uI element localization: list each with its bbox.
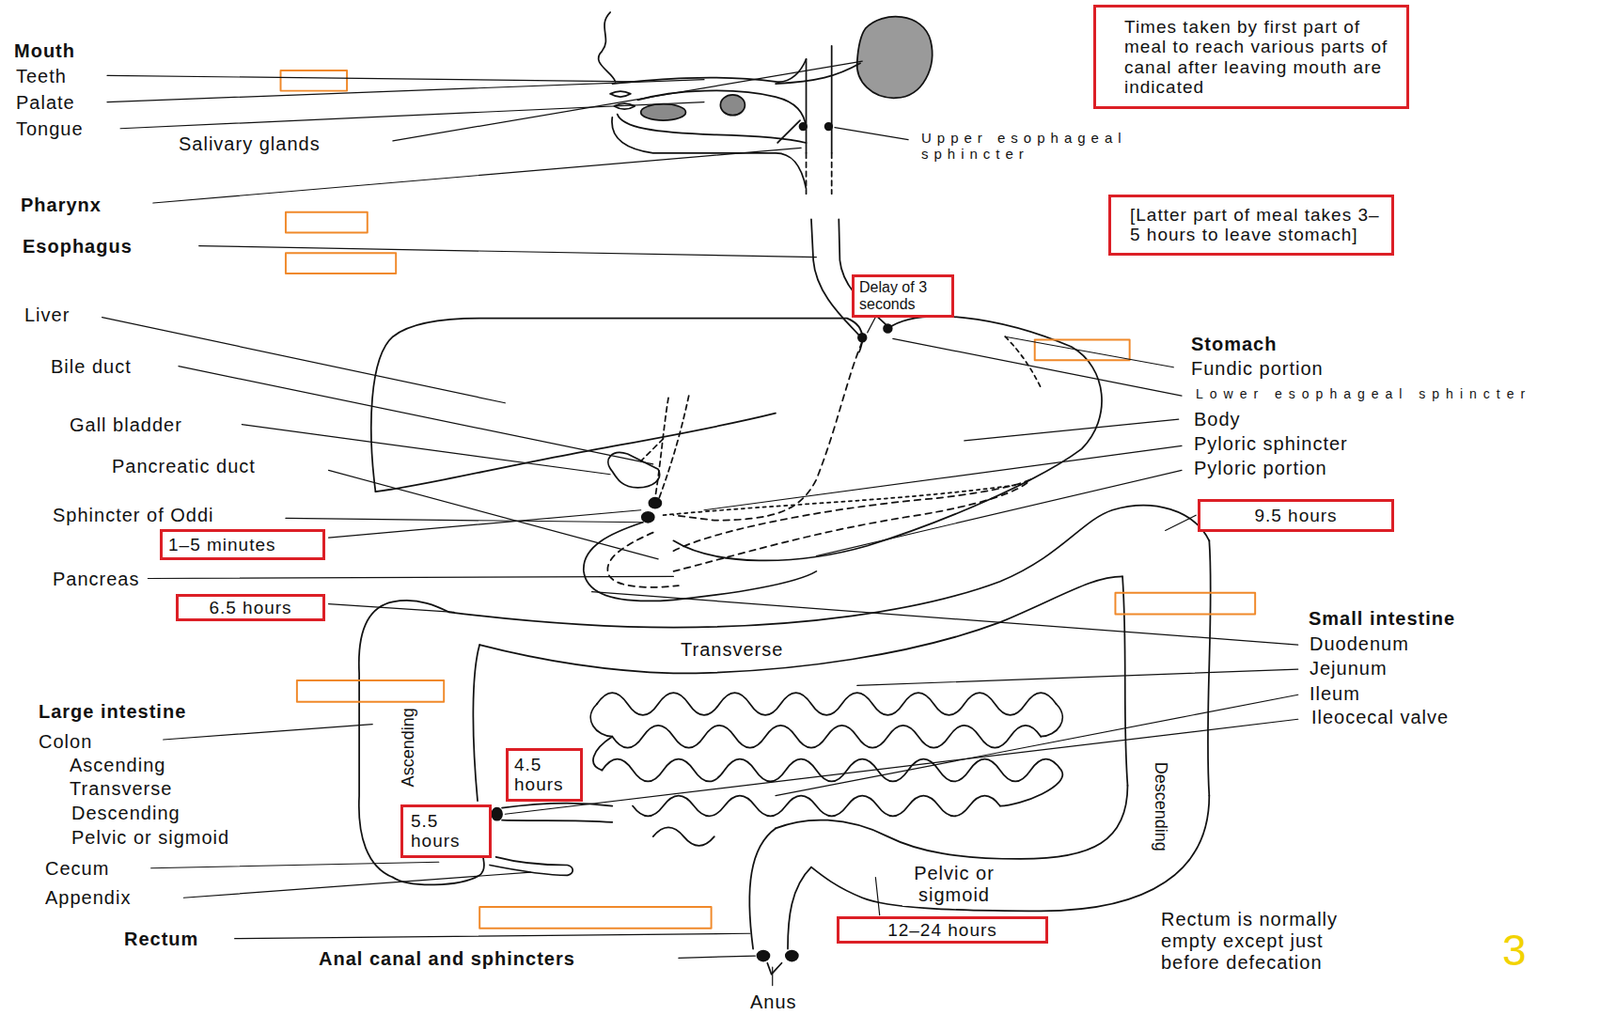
section-heading: Large intestine [38,701,187,723]
part-label: Ileocecal valve [1311,706,1449,729]
time-text: 4.5 hours [514,754,575,796]
part-label: Ileum [1309,683,1361,706]
part-label: Ascending [69,754,166,777]
figure-label: Transverse [680,639,784,661]
part-label: Body [1193,408,1241,431]
part-label: Pancreas [52,568,141,591]
time-box: 12–24 hours [836,916,1049,944]
note-text: Rectum is normally empty except just bef… [1160,909,1350,974]
time-box: Delay of 3 seconds [851,274,955,318]
part-label: Bile duct [50,356,132,378]
time-box: [Latter part of meal takes 3–5 hours to … [1108,194,1395,256]
time-text: 6.5 hours [184,597,317,618]
time-text: 9.5 hours [1207,505,1384,526]
part-label: Descending [71,802,181,825]
part-label: Duodenum [1309,633,1410,656]
time-box: 5.5 hours [400,804,492,859]
section-heading: Small intestine [1308,608,1456,630]
time-box: 6.5 hours [175,594,326,622]
part-label: Fundic portion [1191,358,1324,380]
time-box: Times taken by first part of meal to rea… [1093,4,1410,110]
section-heading: Anal canal and sphincters [318,948,576,971]
section-heading: Esophagus [22,235,133,258]
figure-label: Pelvic or sigmoid [902,862,1006,907]
part-label: Lower esophageal sphincter [1195,386,1532,402]
figure-label: Ascending [398,707,419,787]
part-label: Jejunum [1309,658,1388,680]
time-text: 1–5 minutes [168,534,317,555]
time-box: 9.5 hours [1197,499,1395,533]
part-label: Pyloric sphincter [1193,433,1349,455]
time-text: Times taken by first part of meal to rea… [1124,16,1396,97]
part-label: Gall bladder [69,414,183,437]
time-box: 1–5 minutes [159,529,326,561]
part-label: Liver [24,304,70,327]
time-text: 5.5 hours [410,811,482,852]
part-label: Pancreatic duct [111,455,256,478]
part-label: Palate [15,92,76,114]
part-label: Transverse [69,778,173,800]
section-heading: Rectum [124,928,199,951]
time-text: [Latter part of meal takes 3–5 hours to … [1129,204,1382,246]
part-label: Cecum [45,858,110,880]
part-label: Pelvic or sigmoid [71,827,230,849]
part-label: Upper esophageal sphincter [921,129,1157,163]
part-label: Anus [750,991,798,1014]
time-box: 4.5 hours [505,748,583,802]
page-number: 3 [1502,925,1527,976]
part-label: Salivary glands [178,133,321,156]
section-heading: Mouth [14,40,76,63]
part-label: Tongue [15,118,84,141]
part-label: Teeth [15,65,67,88]
part-label: Pyloric portion [1193,457,1328,480]
section-heading: Pharynx [20,194,102,217]
time-text: 12–24 hours [845,920,1040,941]
figure-label: Descending [1151,761,1172,851]
part-label: Sphincter of Oddi [52,504,215,527]
time-text: Delay of 3 seconds [859,279,947,314]
part-label: Colon [38,731,93,753]
part-label: Appendix [45,887,131,910]
section-heading: Stomach [1191,333,1277,356]
